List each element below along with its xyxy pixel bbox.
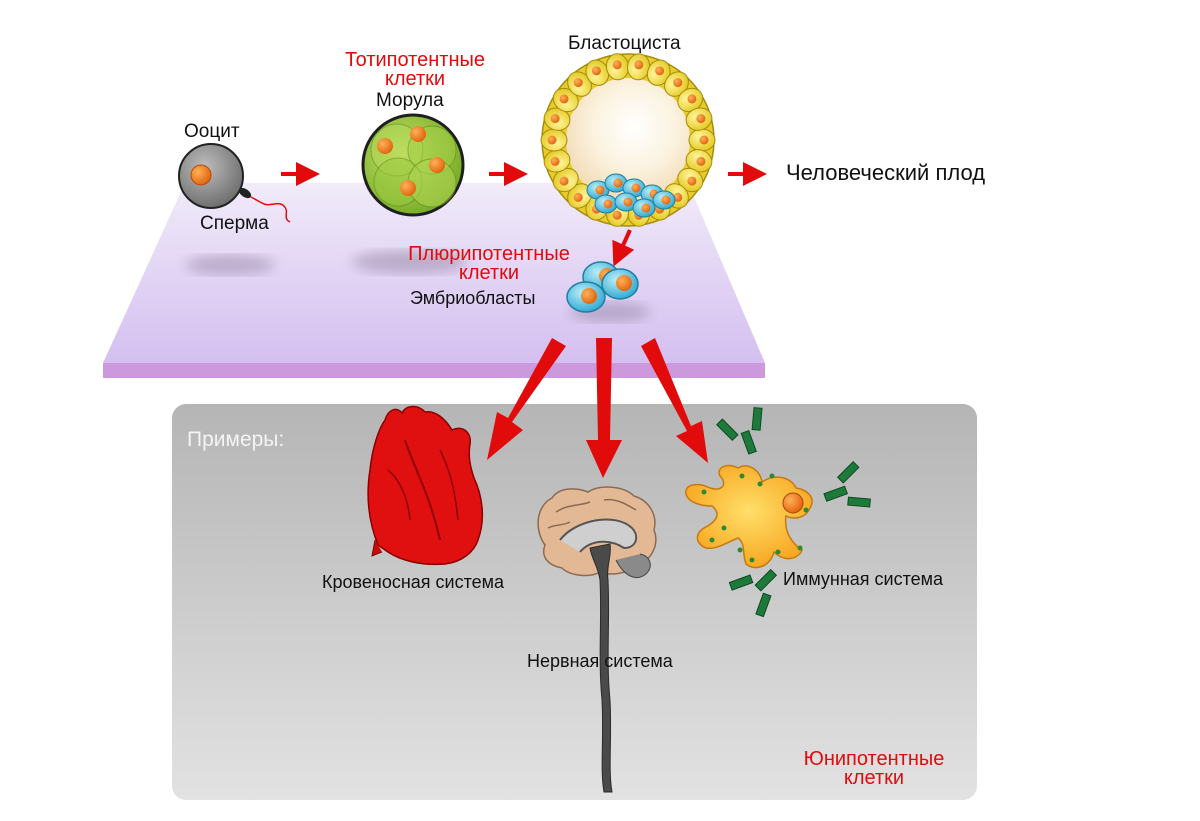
inner-cell-mass-nucleus — [641, 203, 651, 213]
trophoblast-nucleus — [547, 135, 557, 145]
immune-cell-icon — [685, 464, 813, 569]
inner-cell-mass-nucleus — [603, 199, 613, 209]
differentiation-arrows — [487, 338, 708, 478]
totipotent-line1: Тотипотентные — [345, 49, 485, 71]
trophoblast-nucleus — [591, 66, 601, 76]
trophoblast-nucleus — [550, 156, 560, 166]
morula-shadow — [352, 250, 468, 274]
trophoblast-nucleus — [687, 94, 697, 104]
trophoblast-nucleus — [699, 135, 709, 145]
trophoblast-nucleus — [696, 114, 706, 124]
antibody-icon — [716, 407, 871, 618]
unipotent-line1: Юнипотентные — [803, 748, 945, 770]
trophoblast-nucleus — [559, 176, 569, 186]
progression-arrows — [281, 162, 767, 267]
examples-panel — [172, 404, 977, 800]
embryoblast-icon — [566, 261, 639, 313]
inner-cell-mass-nucleus — [661, 195, 671, 205]
totipotent-line2: клетки — [384, 68, 446, 90]
heart-icon — [367, 405, 484, 566]
sperm-icon — [238, 187, 291, 223]
unipotent-line2: клетки — [843, 767, 905, 789]
pluripotent-label: Плюрипотентные клетки — [391, 243, 587, 284]
trophoblast-nucleus — [687, 176, 697, 186]
spinal-cord-icon — [589, 543, 613, 793]
unipotent-label: Юнипотентные клетки — [790, 748, 958, 789]
nervous-label: Нервная система — [527, 651, 673, 671]
trophoblast-nucleus — [634, 60, 644, 70]
pluripotent-line2: клетки — [458, 262, 520, 284]
embryoblasts-label: Эмбриобласты — [410, 288, 536, 308]
morula-icon — [361, 113, 465, 217]
inner-cell-mass-nucleus — [623, 197, 633, 207]
morula-label: Морула — [376, 90, 444, 111]
trophoblast-nucleus — [612, 210, 622, 220]
oocyte-shadow — [185, 255, 275, 275]
sperm-label: Сперма — [200, 213, 269, 234]
trophoblast-nucleus — [655, 66, 665, 76]
trophoblast-nucleus — [573, 192, 583, 202]
trophoblast-nucleus — [550, 114, 560, 124]
trophoblast-nucleus — [612, 60, 622, 70]
oocyte-label: Ооцит — [184, 121, 240, 142]
circulatory-label: Кровеносная система — [322, 572, 505, 592]
totipotent-label: Тотипотентные клетки — [334, 49, 496, 90]
blastocyst-label: Бластоциста — [568, 33, 681, 54]
examples-heading: Примеры: — [187, 428, 285, 451]
trophoblast-nucleus — [673, 78, 683, 88]
inner-cell-mass-nucleus — [631, 183, 641, 193]
trophoblast-nucleus — [559, 94, 569, 104]
trophoblast-nucleus — [696, 156, 706, 166]
brain-icon — [537, 486, 657, 578]
pluripotent-line1: Плюрипотентные — [408, 243, 570, 265]
blastocyst-icon — [540, 53, 716, 227]
oocyte-icon — [178, 143, 244, 209]
inner-cell-mass-nucleus — [595, 185, 605, 195]
trophoblast-nucleus — [673, 192, 683, 202]
inner-cell-mass-nucleus — [613, 178, 623, 188]
immune-label: Иммунная система — [783, 569, 944, 589]
trophoblast-nucleus — [573, 78, 583, 88]
fetus-label: Человеческий плод — [786, 160, 986, 185]
